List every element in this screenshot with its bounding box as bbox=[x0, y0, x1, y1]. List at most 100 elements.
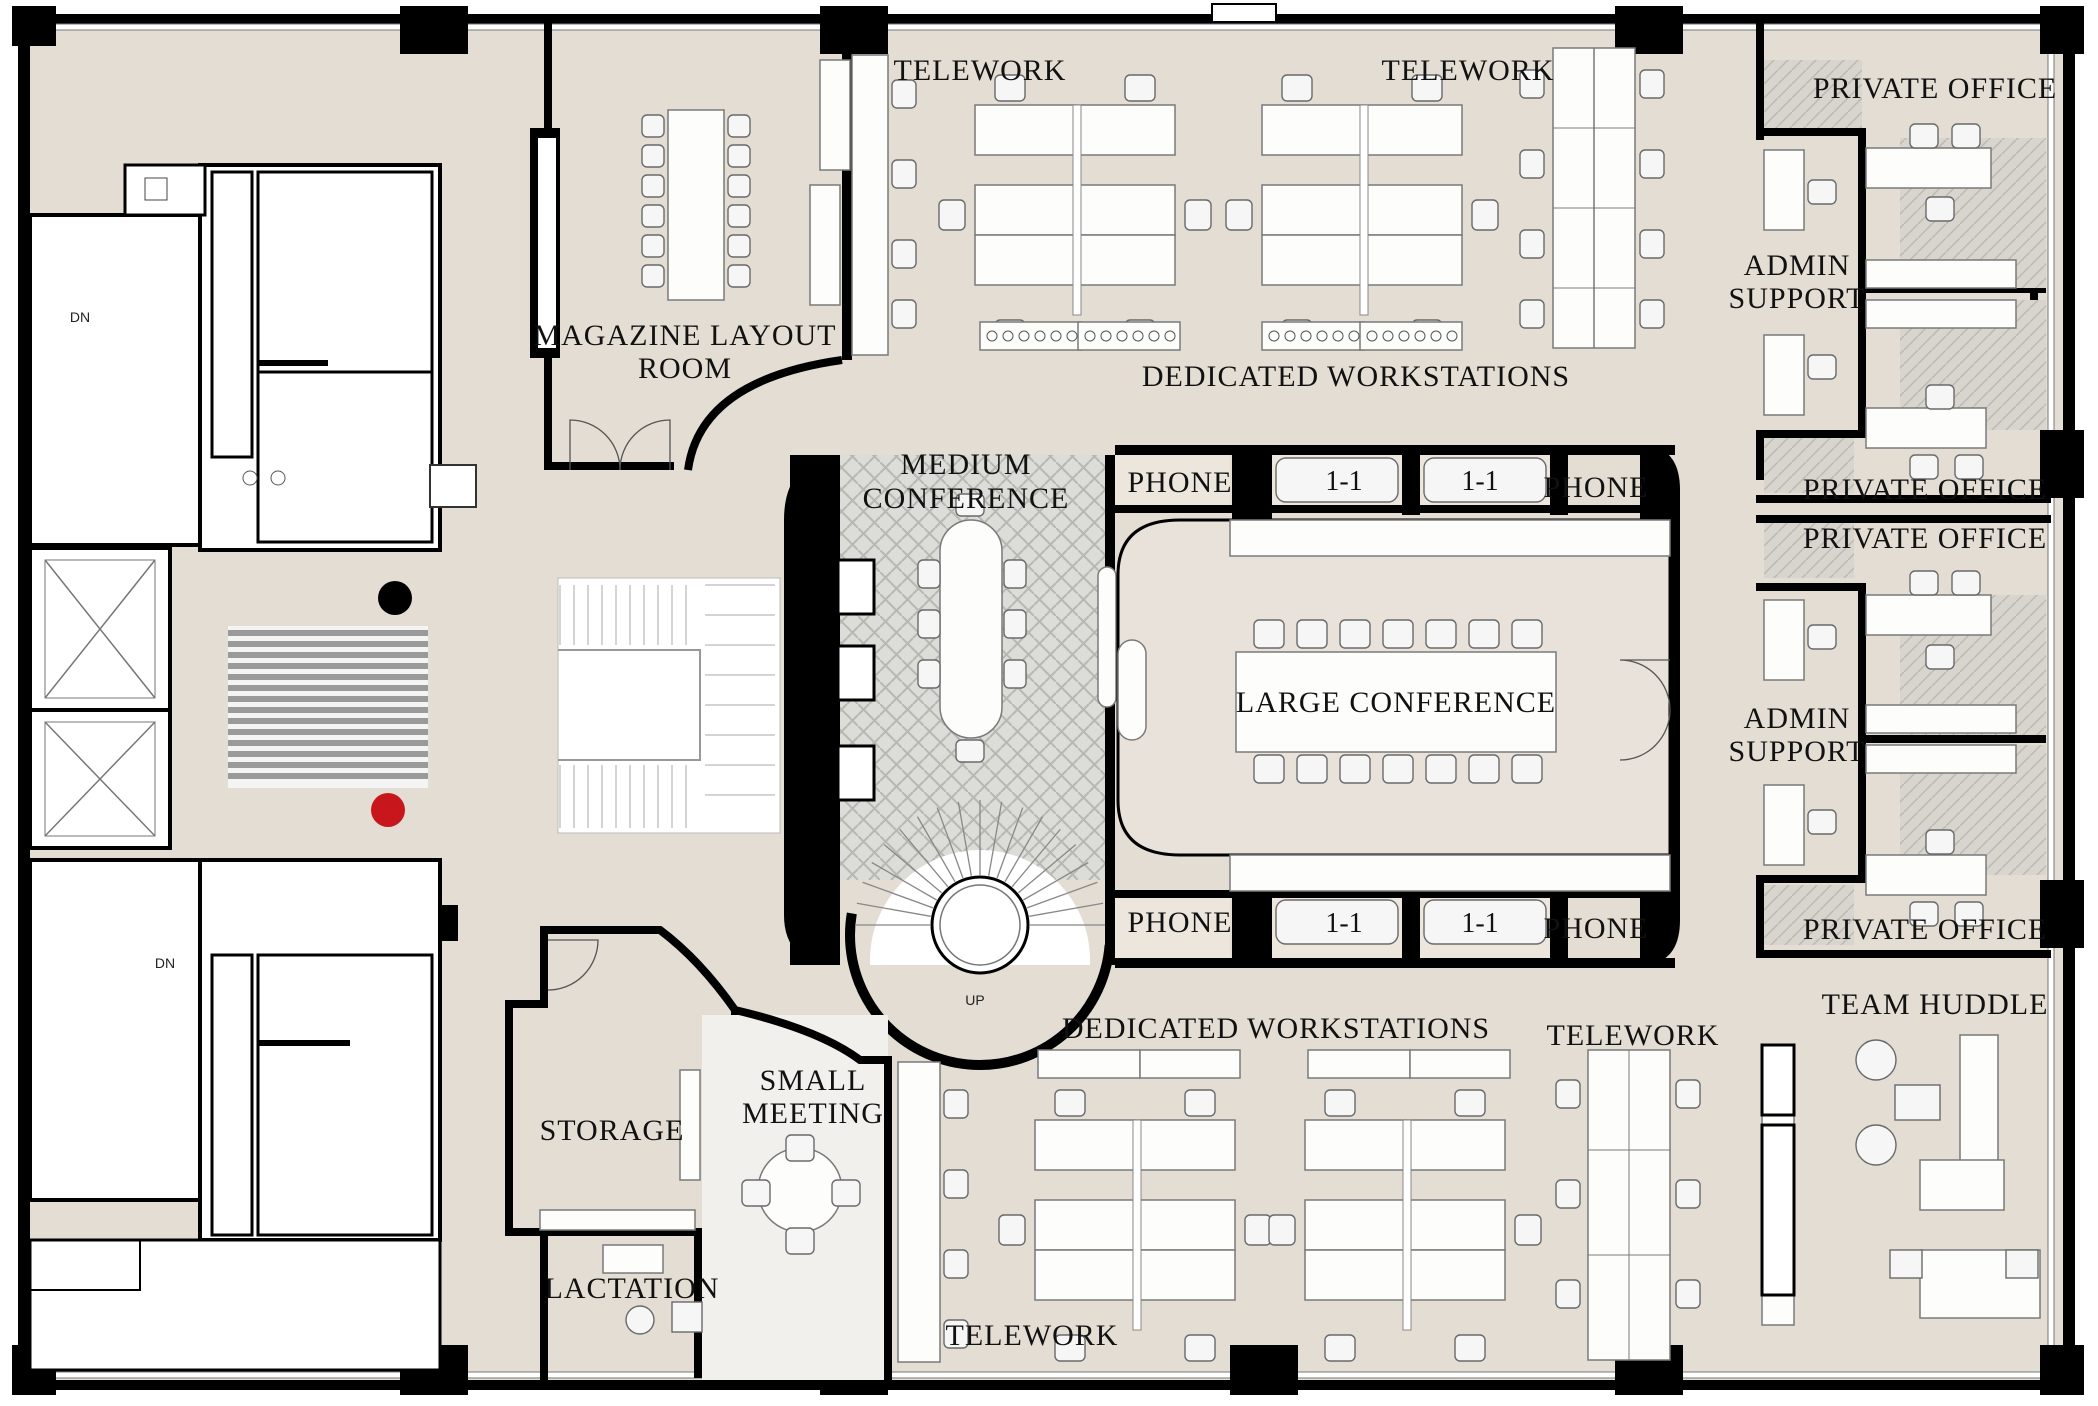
chair bbox=[917, 659, 941, 689]
workstation-desk bbox=[1404, 1119, 1506, 1171]
chair bbox=[891, 159, 917, 189]
marker-black-dot bbox=[378, 581, 412, 615]
workstation-desk bbox=[1361, 234, 1463, 286]
mat-stripes bbox=[228, 630, 428, 779]
spiral-tread bbox=[899, 828, 949, 888]
label-admin-support-1b: SUPPORT bbox=[1729, 282, 1866, 315]
chair bbox=[1954, 454, 1984, 480]
dedicated-workstations-bottom bbox=[998, 1089, 1542, 1362]
label-large-conference: LARGE CONFERENCE bbox=[1236, 686, 1556, 719]
chair bbox=[1003, 559, 1027, 589]
chair bbox=[891, 299, 917, 329]
chair bbox=[1253, 754, 1285, 784]
mat-stripe bbox=[228, 652, 428, 658]
cabinet-knob bbox=[1366, 330, 1378, 342]
chair bbox=[727, 174, 751, 198]
chair bbox=[1555, 1179, 1581, 1209]
label-storage: STORAGE bbox=[540, 1114, 685, 1147]
chair bbox=[1468, 619, 1500, 649]
mat-stripe bbox=[228, 773, 428, 779]
file-cabinets-bottom bbox=[1037, 1049, 1511, 1079]
label-medium-conference-1: MEDIUM bbox=[901, 448, 1032, 481]
chair bbox=[1253, 619, 1285, 649]
label-down-bottom: DN bbox=[155, 955, 175, 971]
chair bbox=[1003, 609, 1027, 639]
room-labels: MAGAZINE LAYOUT ROOM TELEWORK TELEWORK D… bbox=[70, 54, 2057, 1352]
spiral-tread bbox=[856, 902, 931, 917]
mat-stripe bbox=[228, 641, 428, 647]
chair bbox=[785, 1227, 815, 1255]
label-1-1-top-a: 1-1 bbox=[1325, 466, 1362, 497]
cabinet-knob bbox=[986, 330, 998, 342]
chair bbox=[1909, 901, 1939, 927]
cabinet-knob bbox=[1116, 330, 1128, 342]
cabinet-knob bbox=[1084, 330, 1096, 342]
chair bbox=[1382, 754, 1414, 784]
large-conference-block bbox=[1115, 445, 1680, 968]
label-1-1-bottom-a: 1-1 bbox=[1325, 908, 1362, 939]
workstation-desk bbox=[1361, 104, 1463, 156]
chair bbox=[831, 1179, 861, 1207]
cabinet-knob bbox=[1382, 330, 1394, 342]
label-phone-top-left: PHONE bbox=[1127, 466, 1232, 499]
chair bbox=[891, 79, 917, 109]
chair bbox=[943, 1089, 969, 1119]
chair bbox=[1514, 1214, 1542, 1246]
telework-bottom-right bbox=[1555, 1049, 1701, 1361]
open-stair bbox=[557, 577, 781, 834]
chair bbox=[1471, 199, 1499, 231]
chair bbox=[1411, 74, 1443, 102]
chair bbox=[641, 264, 665, 288]
spiral-stair bbox=[845, 800, 1115, 1070]
workstation-desk bbox=[1261, 104, 1363, 156]
label-magazine-layout-1: MAGAZINE LAYOUT bbox=[533, 319, 836, 352]
chair bbox=[1244, 1214, 1272, 1246]
chair bbox=[1675, 1079, 1701, 1109]
storage-lactation-meeting bbox=[505, 926, 892, 1381]
spiral-tread bbox=[871, 861, 938, 901]
mat-stripe bbox=[228, 729, 428, 735]
chair bbox=[1639, 69, 1665, 99]
chair bbox=[727, 204, 751, 228]
spiral-tread bbox=[883, 844, 943, 894]
label-private-office-1: PRIVATE OFFICE bbox=[1813, 72, 2057, 105]
workstation-desk bbox=[974, 184, 1076, 236]
chair bbox=[1184, 199, 1212, 231]
right-offices bbox=[1756, 20, 2051, 958]
cabinet-knob bbox=[1332, 330, 1344, 342]
cabinet-knob bbox=[1148, 330, 1160, 342]
chair bbox=[938, 199, 966, 231]
label-admin-support-1a: ADMIN bbox=[1744, 249, 1851, 282]
spiral-tread bbox=[957, 801, 972, 876]
desk-divider bbox=[1402, 1119, 1412, 1331]
workstation-desk bbox=[1304, 1199, 1406, 1251]
spiral-tread bbox=[1017, 844, 1077, 894]
chair bbox=[641, 204, 665, 228]
chair bbox=[1054, 1089, 1086, 1117]
chair bbox=[1925, 196, 1955, 222]
chair bbox=[955, 739, 985, 763]
chair bbox=[1324, 1089, 1356, 1117]
structural-columns bbox=[12, 3, 2084, 1395]
workstation-desk bbox=[1304, 1249, 1406, 1301]
mat-stripe bbox=[228, 685, 428, 691]
label-magazine-layout-2: ROOM bbox=[638, 352, 732, 385]
workstation-desk bbox=[1304, 1119, 1406, 1171]
chair bbox=[1519, 229, 1545, 259]
chair bbox=[1954, 901, 1984, 927]
workstation-desk bbox=[1404, 1199, 1506, 1251]
spiral-tread bbox=[916, 816, 956, 883]
chair bbox=[1807, 624, 1837, 650]
label-small-meeting-1: SMALL bbox=[760, 1064, 867, 1097]
cabinet-knob bbox=[1100, 330, 1112, 342]
desk-divider bbox=[1072, 104, 1082, 316]
spiral-tread bbox=[936, 807, 964, 879]
workstation-desk bbox=[1261, 184, 1363, 236]
chair bbox=[1324, 1334, 1356, 1362]
cabinet-knob bbox=[1414, 330, 1426, 342]
chair bbox=[1511, 754, 1543, 784]
chair bbox=[1807, 354, 1837, 380]
label-dedicated-workstations-top: DEDICATED WORKSTATIONS bbox=[1142, 360, 1570, 393]
chair bbox=[1296, 619, 1328, 649]
desk-divider bbox=[1359, 104, 1369, 316]
